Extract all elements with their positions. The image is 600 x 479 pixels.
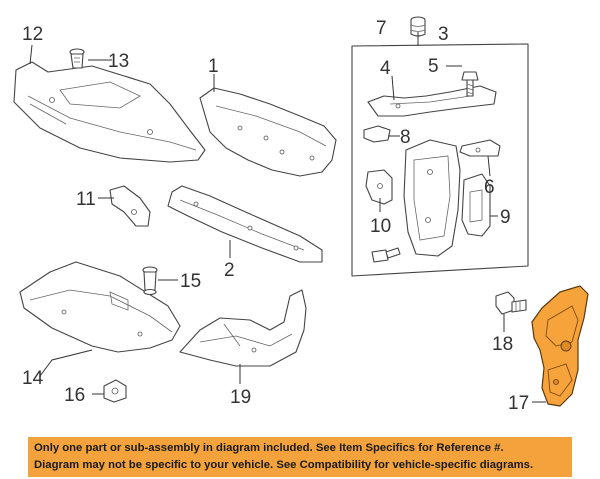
part-16-nut-clip [103, 379, 127, 403]
part-19-side-cover [179, 289, 307, 367]
callout-numbers: 12 13 1 7 3 4 5 8 6 11 9 10 2 15 18 14 1… [22, 18, 529, 414]
callout-18: 18 [492, 334, 513, 355]
part-12-splash-shield [13, 61, 206, 163]
part-13-clip [69, 48, 85, 69]
notice-line-2: Diagram may not be specific to your vehi… [34, 459, 534, 471]
callout-10: 10 [370, 216, 391, 237]
callout-3: 3 [438, 24, 449, 45]
parts-diagram: 12 13 1 7 3 4 5 8 6 11 9 10 2 15 18 14 1… [13, 16, 589, 414]
notice-banner: Only one part or sub-assembly in diagram… [28, 437, 572, 477]
part-9-side-bracket [461, 173, 491, 237]
callout-13: 13 [108, 51, 129, 72]
callout-1: 1 [208, 56, 219, 77]
callout-4: 4 [380, 58, 391, 79]
part-4-support-bar [367, 85, 497, 117]
callout-15: 15 [180, 271, 201, 292]
callout-17: 17 [508, 393, 529, 414]
callout-5: 5 [428, 56, 439, 77]
part-1-support-cover [199, 87, 337, 177]
part-3-support-panel [403, 139, 461, 257]
part-14-under-cover [19, 261, 181, 353]
callout-8: 8 [400, 127, 411, 148]
part-2-deflector-bar [167, 185, 323, 263]
part-11-bracket [109, 185, 151, 227]
bolt-part-3 [371, 247, 401, 263]
callout-7: 7 [376, 18, 387, 39]
part-15-clip [142, 266, 158, 296]
callout-14: 14 [22, 368, 44, 389]
part-10-bracket [365, 169, 393, 205]
part-6-bracket [459, 139, 501, 157]
part-8-bracket [363, 125, 391, 143]
part-18-bolt [495, 291, 527, 315]
callout-16: 16 [64, 385, 85, 406]
part-5-bolt [461, 71, 479, 97]
part-17-highlighted-cover [531, 285, 589, 407]
callout-19: 19 [230, 387, 251, 408]
callout-11: 11 [76, 189, 96, 210]
leader-lines [29, 32, 546, 403]
callout-6: 6 [484, 177, 495, 198]
callout-9: 9 [500, 207, 511, 228]
callout-2: 2 [224, 260, 235, 281]
notice-line-1: Only one part or sub-assembly in diagram… [34, 442, 504, 454]
callout-12: 12 [22, 24, 43, 45]
